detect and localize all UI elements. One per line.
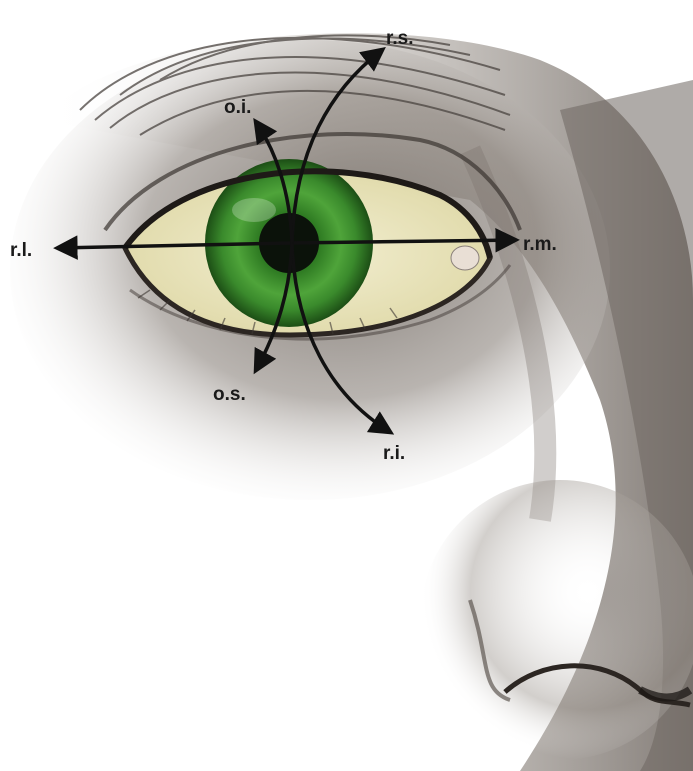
label-ri: r.i. (383, 443, 405, 464)
label-oi: o.i. (224, 97, 251, 118)
label-os: o.s. (213, 384, 246, 405)
caruncle (451, 246, 479, 270)
label-rs: r.s. (386, 28, 413, 49)
nose (420, 480, 693, 760)
label-rm: r.m. (523, 234, 557, 255)
label-rl: r.l. (10, 240, 32, 261)
